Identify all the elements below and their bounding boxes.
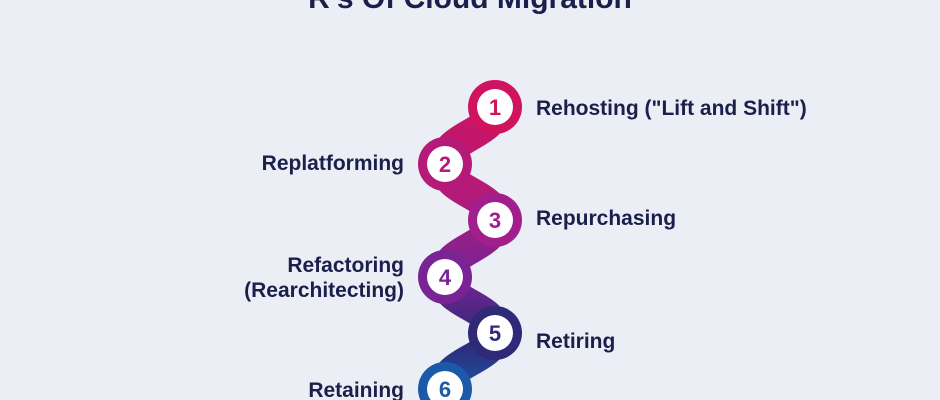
step-1-label: Rehosting ("Lift and Shift")	[536, 97, 807, 120]
step-1-number: 1	[489, 95, 501, 120]
step-6-label: Retaining	[308, 379, 404, 400]
step-5-number: 5	[489, 321, 501, 346]
step-5-label: Retiring	[536, 330, 616, 353]
step-3-node: 3	[468, 193, 522, 247]
step-5-node: 5	[468, 306, 522, 360]
step-2-badge	[427, 146, 463, 182]
step-4-label-line-1: Refactoring	[287, 254, 404, 277]
step-4-number: 4	[439, 265, 452, 290]
diagram-title: R's Of Cloud Migration	[0, 0, 940, 16]
step-4-label: Refactoring (Rearchitecting)	[244, 253, 404, 303]
step-6-node: 6	[418, 362, 472, 400]
step-5-badge	[477, 315, 513, 351]
step-6-number: 6	[439, 377, 451, 400]
step-4-node: 4	[418, 250, 472, 304]
step-4-label-line-2: (Rearchitecting)	[244, 279, 404, 302]
step-1-node: 1	[468, 80, 522, 134]
step-2-label: Replatforming	[261, 152, 404, 175]
step-2-number: 2	[439, 152, 451, 177]
step-3-badge	[477, 202, 513, 238]
step-3-label: Repurchasing	[536, 207, 677, 230]
step-1-badge	[477, 89, 513, 125]
step-6-badge	[427, 371, 463, 400]
step-4-badge	[427, 259, 463, 295]
step-2-node: 2	[418, 137, 472, 191]
step-3-number: 3	[489, 208, 501, 233]
